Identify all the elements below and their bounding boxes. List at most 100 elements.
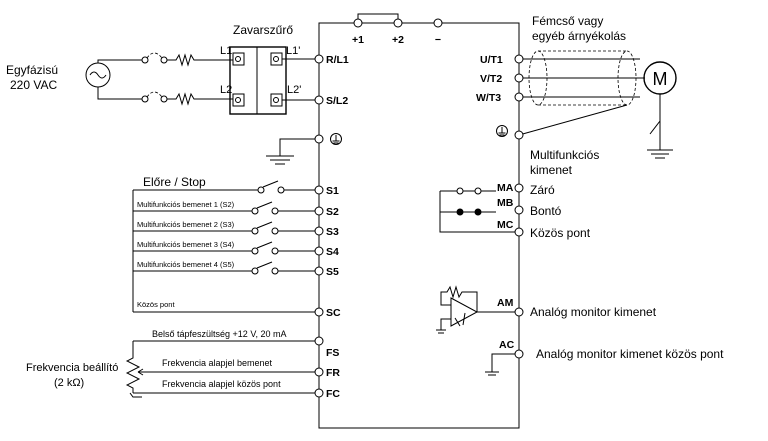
ground-left-icon bbox=[330, 133, 342, 145]
noise-filter: Zavarszűrő L1' L2' bbox=[229, 23, 316, 115]
ac-desc: Analóg monitor kimenet közös pont bbox=[536, 347, 724, 361]
label-s2: S2 bbox=[326, 206, 339, 218]
ground-right-icon bbox=[496, 125, 508, 137]
shield-left-icon bbox=[528, 50, 548, 106]
terminal-sc bbox=[314, 307, 324, 317]
terminal-s4 bbox=[314, 246, 324, 256]
terminal-mc bbox=[514, 227, 524, 237]
terminal-s3 bbox=[314, 226, 324, 236]
label-s4: S4 bbox=[326, 246, 339, 258]
supply-label-line1: Egyfázisú bbox=[6, 63, 58, 77]
terminal-s2 bbox=[314, 206, 324, 216]
am-desc: Analóg monitor kimenet bbox=[530, 305, 657, 319]
input-s2-desc: Multifunkciós bemenet 1 (S2) bbox=[137, 200, 235, 209]
ac-ground-icon bbox=[485, 371, 499, 376]
label-plus2: +2 bbox=[392, 34, 404, 46]
fs-desc: Belső tápfeszültség +12 V, 20 mA bbox=[152, 329, 287, 339]
label-w-t3: W/T3 bbox=[476, 92, 501, 104]
input-s5-desc: Multifunkciós bemenet 4 (S5) bbox=[137, 260, 235, 269]
relay-ma-desc: Záró bbox=[530, 183, 555, 197]
label-plus1: +1 bbox=[352, 34, 364, 46]
terminal-ma bbox=[514, 183, 524, 193]
terminal-v-t2 bbox=[514, 73, 524, 83]
reactor-l1-icon bbox=[167, 53, 237, 67]
terminal-fc bbox=[314, 388, 324, 398]
terminal-plus2 bbox=[393, 18, 403, 28]
dc-bus-terminals: +1 +2 − bbox=[352, 13, 443, 46]
filter-out2-label: L2' bbox=[287, 84, 301, 96]
input-s3-desc: Multifunkciós bemenet 2 (S3) bbox=[137, 220, 235, 229]
opamp-ground-icon bbox=[436, 318, 451, 334]
freq-setter-line2: (2 kΩ) bbox=[54, 377, 84, 389]
label-mb: MB bbox=[497, 197, 514, 209]
potentiometer-icon bbox=[125, 341, 141, 393]
terminal-plus1 bbox=[353, 18, 363, 28]
shield-label-line1: Fémcső vagy bbox=[532, 14, 603, 28]
frequency-setter: Frekvencia beállító (2 kΩ) Belső tápfesz… bbox=[26, 329, 340, 400]
filter-box bbox=[229, 46, 287, 115]
label-sc: SC bbox=[326, 307, 341, 319]
terminal-s-l2 bbox=[314, 95, 324, 105]
label-r-l1: R/L1 bbox=[326, 54, 349, 66]
right-ground: Multifunkciós kimenet bbox=[496, 125, 599, 177]
common-point-label: Közös pont bbox=[137, 300, 175, 309]
terminal-w-t3 bbox=[514, 92, 524, 102]
terminal-fs bbox=[314, 336, 324, 346]
terminal-ac bbox=[514, 349, 524, 359]
line-l2: L2 bbox=[141, 84, 237, 106]
terminal-u-t1 bbox=[514, 54, 524, 64]
terminal-ground-left bbox=[314, 134, 324, 144]
label-v-t2: V/T2 bbox=[480, 73, 502, 85]
label-u-t1: U/T1 bbox=[480, 54, 503, 66]
shield-right-icon bbox=[617, 50, 637, 106]
digital-inputs-header: Előre / Stop bbox=[143, 175, 206, 189]
terminal-mb bbox=[514, 205, 524, 215]
reactor-l2-icon bbox=[167, 92, 237, 106]
relay-mb-desc: Bontó bbox=[530, 204, 562, 218]
breaker-l1-icon bbox=[146, 52, 163, 59]
output-terminals: U/T1 V/T2 W/T3 Fémcső vagy egyéb árnyéko… bbox=[476, 14, 677, 159]
filter-out1-label: L1' bbox=[286, 45, 300, 57]
label-ma: MA bbox=[497, 182, 514, 194]
filter-in2-label: L2 bbox=[220, 84, 232, 96]
earth-motor-icon bbox=[647, 149, 673, 159]
analog-monitor: AM Analóg monitor kimenet AC Analóg moni… bbox=[436, 285, 724, 376]
left-ground bbox=[266, 133, 342, 165]
multifunction-output-line2: kimenet bbox=[530, 163, 573, 177]
relay-mc-desc: Közös pont bbox=[530, 226, 591, 240]
terminal-minus bbox=[433, 18, 443, 28]
label-s5: S5 bbox=[326, 266, 339, 278]
input-terminals: R/L1 S/L2 bbox=[314, 54, 349, 107]
breaker-l2-icon bbox=[146, 91, 163, 98]
label-fc: FC bbox=[326, 388, 340, 400]
label-am: AM bbox=[497, 297, 514, 309]
terminal-s5 bbox=[314, 266, 324, 276]
terminal-s1 bbox=[314, 185, 324, 195]
terminal-am bbox=[514, 307, 524, 317]
multifunction-output-line1: Multifunkciós bbox=[530, 148, 599, 162]
line-l1: L1 bbox=[141, 45, 237, 67]
filter-in1-label: L1 bbox=[220, 45, 232, 57]
terminal-r-l1 bbox=[314, 54, 324, 64]
digital-inputs: Előre / Stop S1 Multifunkciós bemenet 1 … bbox=[132, 175, 341, 319]
label-minus: − bbox=[435, 34, 441, 46]
freq-setter-line1: Frekvencia beállító bbox=[26, 362, 118, 374]
label-fs: FS bbox=[326, 347, 339, 359]
shield-label-line2: egyéb árnyékolás bbox=[532, 29, 626, 43]
input-s4-desc: Multifunkciós bemenet 3 (S4) bbox=[137, 240, 235, 249]
power-supply: Egyfázisú 220 VAC bbox=[6, 59, 142, 100]
relay-output: MA MB MC Záró Bontó Közös pont bbox=[439, 182, 591, 240]
label-s-l2: S/L2 bbox=[326, 95, 348, 107]
terminal-fr bbox=[314, 367, 324, 377]
fr-desc: Frekvencia alapjel bemenet bbox=[162, 358, 273, 368]
label-s3: S3 bbox=[326, 226, 339, 238]
terminal-ground-right bbox=[514, 130, 524, 140]
filter-title: Zavarszűrő bbox=[233, 23, 293, 37]
label-fr: FR bbox=[326, 367, 340, 379]
fc-desc: Frekvencia alapjel közös pont bbox=[162, 379, 281, 389]
supply-label-line2: 220 VAC bbox=[10, 78, 57, 92]
earth-left-icon bbox=[266, 155, 294, 165]
label-mc: MC bbox=[497, 219, 514, 231]
label-ac: AC bbox=[499, 339, 515, 351]
